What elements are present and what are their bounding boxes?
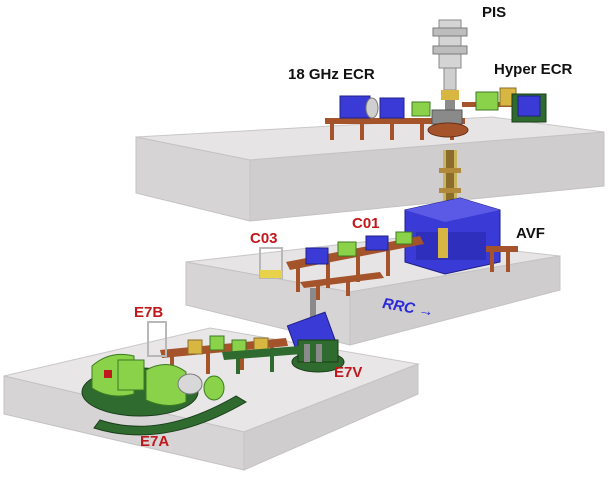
label-18ghz-ecr: 18 GHz ECR [288, 66, 375, 83]
upper-floor [135, 116, 605, 222]
e7v-station [291, 339, 345, 373]
label-c01: C01 [352, 215, 380, 232]
middle-floor [185, 237, 561, 346]
e7a-spectrometer [81, 353, 247, 436]
label-pis: PIS [482, 4, 507, 21]
vertical-beamline [439, 150, 461, 214]
label-e7a: E7A [140, 433, 170, 450]
ecr18-beamline [325, 95, 469, 140]
label-e7b: E7B [134, 304, 164, 321]
label-avf: AVF [516, 225, 545, 242]
label-e7v: E7V [334, 364, 363, 381]
label-hyper-ecr: Hyper ECR [494, 61, 573, 78]
hyper-ecr-beamline [462, 87, 547, 123]
pis-source [432, 19, 468, 120]
label-c03: C03 [250, 230, 278, 247]
c01-c03-beamline [259, 231, 424, 300]
avf-cyclotron [404, 197, 518, 275]
e7b-beamline [147, 321, 302, 376]
